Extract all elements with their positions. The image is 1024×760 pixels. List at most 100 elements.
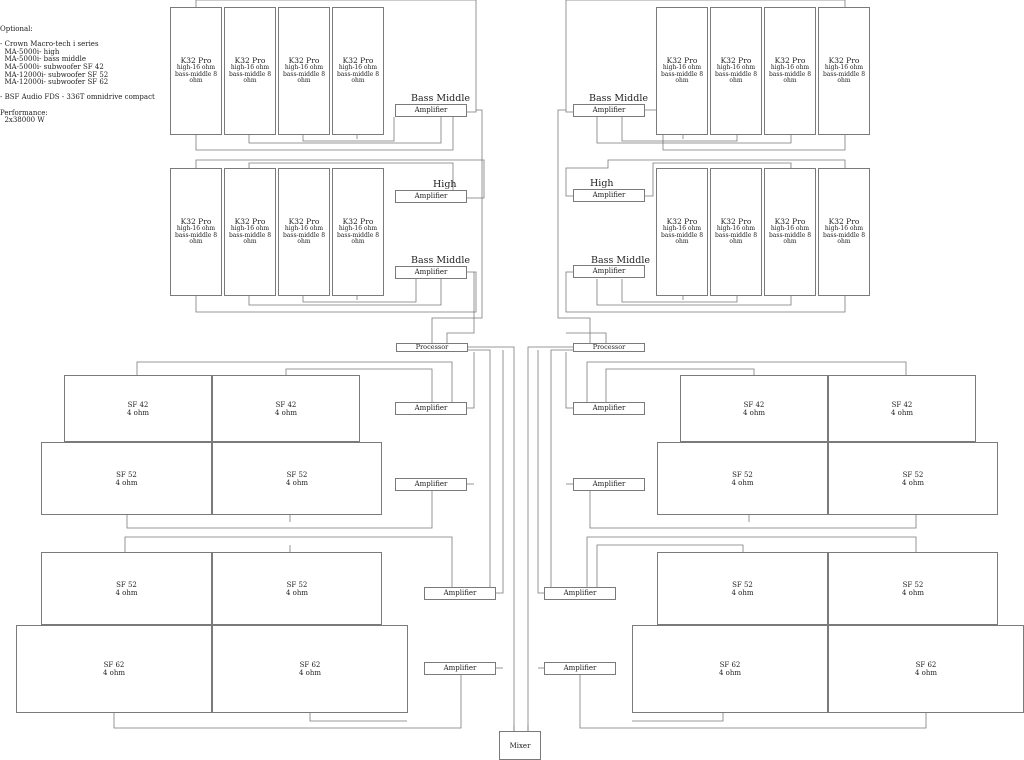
speaker-name: K32 Pro bbox=[666, 217, 698, 227]
k32-speaker: K32 Pro high-16 ohm bass-middle 8 ohm bbox=[764, 168, 816, 296]
speaker-spec-bass: bass-middle 8 ohm bbox=[660, 231, 704, 246]
speaker-name: SF 52 bbox=[732, 470, 753, 479]
amplifier-bass-middle-top-left: Amplifier bbox=[395, 104, 467, 117]
speaker-name: K32 Pro bbox=[666, 56, 698, 66]
speaker-name: K32 Pro bbox=[234, 217, 266, 227]
k32-speaker: K32 Pro high-16 ohm bass-middle 8 ohm bbox=[656, 7, 708, 135]
speaker-spec-high: high-16 ohm bbox=[662, 64, 702, 72]
equipment-notes: Optional: - Crown Macro-tech i series MA… bbox=[0, 25, 155, 125]
amplifier-high-right: Amplifier bbox=[573, 189, 645, 202]
speaker-spec-high: high-16 ohm bbox=[338, 225, 378, 233]
wire bbox=[431, 109, 483, 343]
wire bbox=[248, 279, 442, 306]
speaker-spec: 4 ohm bbox=[102, 669, 126, 677]
speaker-spec-high: high-16 ohm bbox=[824, 64, 864, 72]
speaker-spec-high: high-16 ohm bbox=[176, 225, 216, 233]
wire bbox=[586, 536, 917, 587]
speaker-spec-bass: bass-middle 8 ohm bbox=[336, 70, 380, 85]
note-line: MA-12000i- subwoofer SF 62 bbox=[0, 78, 109, 87]
speaker-spec: 4 ohm bbox=[115, 478, 138, 487]
wire bbox=[596, 117, 792, 144]
sf62-subwoofer: SF 62 4 ohm bbox=[16, 625, 212, 713]
wire bbox=[589, 491, 917, 529]
wire bbox=[557, 109, 591, 343]
k32-speaker: K32 Pro high-16 ohm bass-middle 8 ohm bbox=[170, 168, 222, 296]
amplifier-high-left: Amplifier bbox=[395, 190, 467, 203]
speaker-spec: 4 ohm bbox=[890, 408, 914, 417]
speaker-spec: 4 ohm bbox=[901, 588, 925, 597]
k32-speaker: K32 Pro high-16 ohm bass-middle 8 ohm bbox=[332, 7, 384, 135]
sf62-subwoofer: SF 62 4 ohm bbox=[212, 625, 408, 713]
note-line: 2x38000 W bbox=[0, 116, 45, 125]
wire bbox=[550, 349, 573, 600]
wire bbox=[605, 368, 755, 402]
note-line: MA-12000i- subwoofer SF 52 bbox=[0, 70, 109, 79]
speaker-spec-bass: bass-middle 8 ohm bbox=[174, 70, 218, 85]
speaker-spec: 4 ohm bbox=[731, 588, 754, 597]
amplifier-sf52-left: Amplifier bbox=[395, 478, 467, 491]
speaker-name: K32 Pro bbox=[774, 56, 806, 66]
note-line: Performance: bbox=[0, 108, 48, 117]
speaker-spec: 4 ohm bbox=[285, 478, 309, 487]
speaker-spec-high: high-16 ohm bbox=[176, 64, 216, 72]
speaker-spec-bass: bass-middle 8 ohm bbox=[336, 231, 380, 246]
sf42-subwoofer: SF 42 4 ohm bbox=[64, 375, 212, 442]
speaker-name: K32 Pro bbox=[774, 217, 806, 227]
speaker-name: SF 52 bbox=[286, 580, 308, 589]
processor-right: Processor bbox=[573, 343, 645, 352]
k32-speaker: K32 Pro high-16 ohm bass-middle 8 ohm bbox=[278, 7, 330, 135]
wire bbox=[586, 361, 907, 402]
mixer: Mixer bbox=[499, 731, 541, 760]
speaker-spec-high: high-16 ohm bbox=[716, 225, 756, 233]
wire bbox=[596, 279, 792, 306]
speaker-spec: 4 ohm bbox=[115, 588, 138, 597]
amplifier-sf52-lower-left: Amplifier bbox=[424, 587, 496, 600]
speaker-spec-high: high-16 ohm bbox=[284, 64, 324, 72]
k32-speaker: K32 Pro high-16 ohm bass-middle 8 ohm bbox=[818, 168, 870, 296]
speaker-spec: 4 ohm bbox=[901, 478, 925, 487]
k32-speaker: K32 Pro high-16 ohm bass-middle 8 ohm bbox=[278, 168, 330, 296]
wire bbox=[579, 675, 927, 729]
wire bbox=[596, 544, 744, 587]
speaker-name: SF 52 bbox=[116, 580, 137, 589]
sf42-subwoofer: SF 42 4 ohm bbox=[212, 375, 360, 442]
k32-speaker: K32 Pro high-16 ohm bass-middle 8 ohm bbox=[332, 168, 384, 296]
speaker-name: SF 62 bbox=[915, 661, 937, 669]
wire bbox=[195, 0, 477, 113]
wire bbox=[527, 346, 573, 731]
speaker-name: K32 Pro bbox=[342, 217, 374, 227]
speaker-spec-high: high-16 ohm bbox=[824, 225, 864, 233]
note-line: MA-5000i- high bbox=[0, 47, 60, 56]
wire bbox=[302, 117, 395, 142]
speaker-name: K32 Pro bbox=[288, 56, 320, 66]
speaker-name: SF 52 bbox=[286, 470, 308, 479]
wire bbox=[566, 332, 607, 343]
wire bbox=[632, 713, 724, 722]
wire bbox=[537, 350, 544, 594]
wire bbox=[566, 0, 846, 7]
speaker-name: SF 62 bbox=[103, 661, 125, 669]
k32-speaker: K32 Pro high-16 ohm bass-middle 8 ohm bbox=[224, 7, 276, 135]
speaker-name: K32 Pro bbox=[288, 217, 320, 227]
label-high-right: High bbox=[590, 178, 614, 189]
k32-speaker: K32 Pro high-16 ohm bass-middle 8 ohm bbox=[710, 168, 762, 296]
wire bbox=[565, 352, 573, 409]
speaker-name: K32 Pro bbox=[342, 56, 374, 66]
sf52-subwoofer: SF 52 4 ohm bbox=[212, 552, 382, 625]
label-high-left: High bbox=[433, 179, 457, 190]
speaker-name: K32 Pro bbox=[828, 56, 860, 66]
wire bbox=[513, 725, 529, 731]
amplifier-sf62-right: Amplifier bbox=[544, 662, 616, 675]
wire bbox=[468, 349, 491, 600]
amplifier-sf42-right: Amplifier bbox=[573, 402, 645, 415]
speaker-name: K32 Pro bbox=[234, 56, 266, 66]
speaker-spec-bass: bass-middle 8 ohm bbox=[714, 231, 758, 246]
k32-speaker: K32 Pro high-16 ohm bass-middle 8 ohm bbox=[764, 7, 816, 135]
speaker-name: SF 52 bbox=[732, 580, 753, 589]
speaker-spec: 4 ohm bbox=[914, 669, 938, 677]
note-line: Optional: bbox=[0, 25, 33, 33]
sf52-subwoofer: SF 52 4 ohm bbox=[212, 442, 382, 515]
speaker-spec: 4 ohm bbox=[274, 408, 298, 417]
note-line: - Crown Macro-tech i series bbox=[0, 40, 99, 49]
